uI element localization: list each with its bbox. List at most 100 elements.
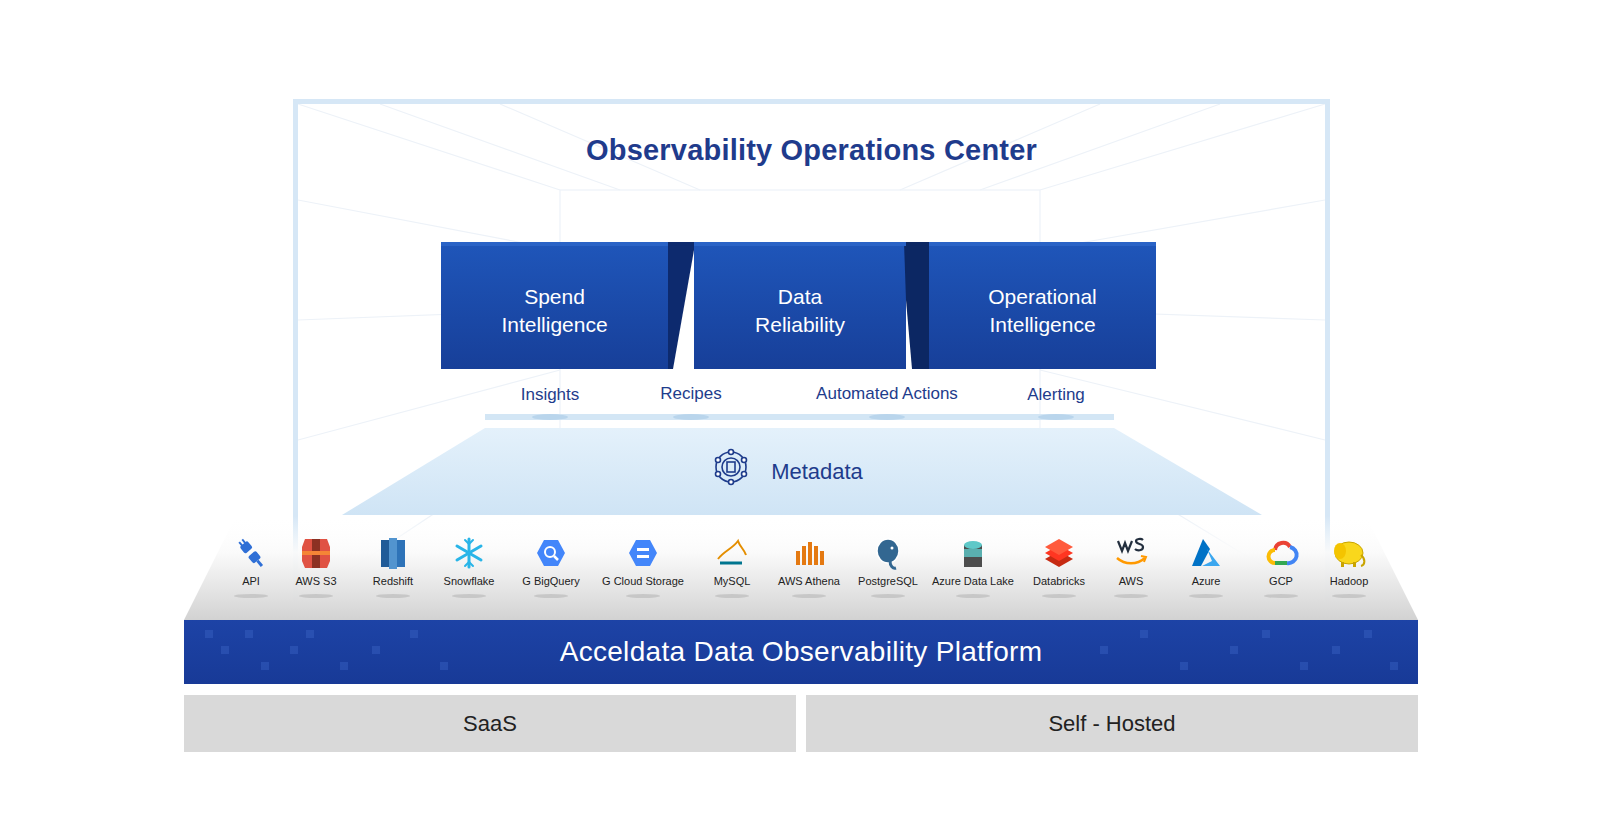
icon-part bbox=[381, 540, 389, 567]
mysql-icon bbox=[718, 541, 746, 563]
api-icon bbox=[237, 538, 266, 570]
source-label: AWS Athena bbox=[778, 575, 840, 587]
icon-part bbox=[457, 546, 481, 560]
icon-part bbox=[1118, 539, 1143, 551]
icon-part bbox=[465, 540, 473, 566]
icon-part bbox=[720, 562, 742, 565]
platform-label: Acceldata Data Observability Platform bbox=[560, 636, 1043, 668]
capability-box: Operational Intelligence bbox=[929, 242, 1156, 369]
source-label: Azure Data Lake bbox=[932, 575, 1014, 587]
icon-part bbox=[1341, 562, 1344, 567]
capability-label: Recipes bbox=[660, 384, 721, 404]
icon-part bbox=[891, 547, 894, 550]
logo-shadows bbox=[234, 594, 1366, 598]
logo-shadow bbox=[956, 594, 990, 598]
shelf-marker bbox=[673, 414, 709, 420]
source-label: Azure bbox=[1192, 575, 1221, 587]
logo-shadow bbox=[1332, 594, 1366, 598]
snowflake-icon bbox=[457, 539, 481, 567]
s3-icon bbox=[302, 539, 330, 568]
source-label: AWS bbox=[1119, 575, 1144, 587]
icon-part bbox=[554, 556, 558, 560]
icon-part bbox=[877, 539, 899, 563]
icon-part bbox=[716, 452, 746, 482]
icon-part bbox=[637, 548, 649, 551]
icon-part bbox=[1353, 562, 1356, 567]
icon-part bbox=[1335, 542, 1363, 564]
icon-part bbox=[964, 549, 982, 557]
icon-part bbox=[802, 546, 806, 565]
logo-shadow bbox=[452, 594, 486, 598]
grid-line bbox=[380, 104, 620, 190]
box-top-edge bbox=[929, 242, 1156, 246]
icon-part bbox=[1269, 550, 1276, 563]
icon-part bbox=[1287, 547, 1297, 563]
logo-shadow bbox=[376, 594, 410, 598]
icon-part bbox=[729, 450, 734, 455]
icon-part bbox=[302, 551, 330, 555]
source-label: G Cloud Storage bbox=[602, 575, 684, 587]
icon-part bbox=[1117, 558, 1145, 563]
icon-part bbox=[820, 551, 824, 565]
grid-line bbox=[298, 104, 560, 190]
logo-shadow bbox=[1189, 594, 1223, 598]
label-shelf bbox=[485, 414, 1114, 420]
icon-part bbox=[742, 472, 747, 477]
shelf-marker bbox=[1038, 414, 1074, 420]
logo-shadow bbox=[299, 594, 333, 598]
icon-part bbox=[397, 540, 405, 567]
source-label: Redshift bbox=[373, 575, 413, 587]
icon-part bbox=[964, 541, 982, 549]
deployment-label: Self - Hosted bbox=[1048, 711, 1175, 737]
source-label: MySQL bbox=[714, 575, 751, 587]
icon-part bbox=[890, 561, 896, 568]
platform-band: Acceldata Data Observability Platform bbox=[184, 620, 1418, 684]
icon-part bbox=[389, 538, 397, 569]
icon-part bbox=[796, 551, 800, 565]
box-top-edge bbox=[694, 242, 906, 246]
source-label: API bbox=[242, 575, 260, 587]
azure-data-lake-icon bbox=[964, 541, 982, 567]
source-label: Snowflake bbox=[444, 575, 495, 587]
bigquery-icon bbox=[537, 540, 565, 566]
icon-part bbox=[716, 472, 721, 477]
icon-part bbox=[727, 462, 735, 472]
box-label: Operational Intelligence bbox=[977, 273, 1109, 338]
icon-part bbox=[718, 541, 746, 559]
icon-part bbox=[637, 555, 649, 558]
icon-part bbox=[1202, 549, 1220, 566]
logo-shadow bbox=[792, 594, 826, 598]
azure-icon bbox=[1192, 539, 1220, 566]
deployment-label: SaaS bbox=[463, 711, 517, 737]
box-side bbox=[904, 242, 929, 369]
capability-label: Automated Actions bbox=[816, 384, 958, 404]
source-label: PostgreSQL bbox=[858, 575, 918, 587]
layer-label: Metadata bbox=[771, 459, 863, 485]
shelf-markers bbox=[532, 414, 1074, 420]
source-label: GCP bbox=[1269, 575, 1293, 587]
deployment-box: SaaS bbox=[184, 695, 796, 752]
deployment-box: Self - Hosted bbox=[806, 695, 1418, 752]
platform-top bbox=[184, 516, 1418, 620]
metadata-trapezoid bbox=[342, 428, 1262, 515]
icon-part bbox=[814, 546, 818, 565]
capability-box: Data Reliability bbox=[694, 242, 906, 369]
icon-part bbox=[537, 540, 565, 566]
icon-part bbox=[1192, 539, 1210, 566]
capability-box: Spend Intelligence bbox=[441, 242, 668, 369]
icon-part bbox=[1361, 555, 1364, 566]
source-label: Hadoop bbox=[1330, 575, 1369, 587]
icon-part bbox=[808, 542, 812, 565]
box-label: Spend Intelligence bbox=[489, 273, 621, 338]
postgresql-icon bbox=[877, 539, 899, 568]
metadata-layer: Metadata bbox=[342, 428, 1262, 515]
shelf-marker bbox=[869, 414, 905, 420]
icon-part bbox=[722, 458, 740, 476]
logo-shadow bbox=[534, 594, 568, 598]
shelf-marker bbox=[532, 414, 568, 420]
icon-part bbox=[238, 541, 243, 546]
logo-shadow bbox=[1264, 594, 1298, 598]
icon-part bbox=[742, 458, 747, 463]
icon-part bbox=[1141, 556, 1146, 562]
